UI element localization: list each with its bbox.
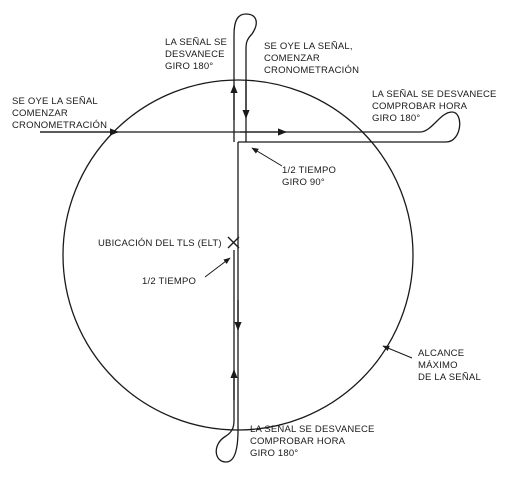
south-flight-track — [215, 142, 239, 463]
label-top-left: LA SEÑAL SE DESVANECE GIRO 180° — [165, 37, 230, 72]
label-left: SE OYE LA SEÑAL COMENZAR CRONOMETRACIÓN — [12, 96, 107, 131]
elt-x-mark-b — [227, 236, 240, 249]
horizontal-flight-track — [40, 111, 461, 143]
label-half-time: 1/2 TIEMPO — [142, 276, 196, 287]
label-max-range: ALCANCE MÁXIMO DE LA SEÑAL — [418, 348, 481, 383]
leader-range — [382, 345, 413, 359]
label-elt-location: UBICACIÓN DEL TLS (ELT) — [98, 238, 222, 249]
label-top-right: SE OYE LA SEÑAL, COMENZAR CRONOMETRACIÓN — [264, 41, 359, 76]
label-center: 1/2 TIEMPO GIRO 90° — [282, 165, 339, 188]
leader-half-time-turn — [251, 147, 283, 167]
label-bottom: LA SEÑAL SE DESVANECE COMPROBAR HORA GIR… — [250, 424, 377, 459]
leader-half-time — [204, 257, 231, 278]
north-flight-track — [233, 13, 257, 142]
label-right: LA SEÑAL SE DESVANECE COMPROBAR HORA GIR… — [372, 89, 499, 124]
